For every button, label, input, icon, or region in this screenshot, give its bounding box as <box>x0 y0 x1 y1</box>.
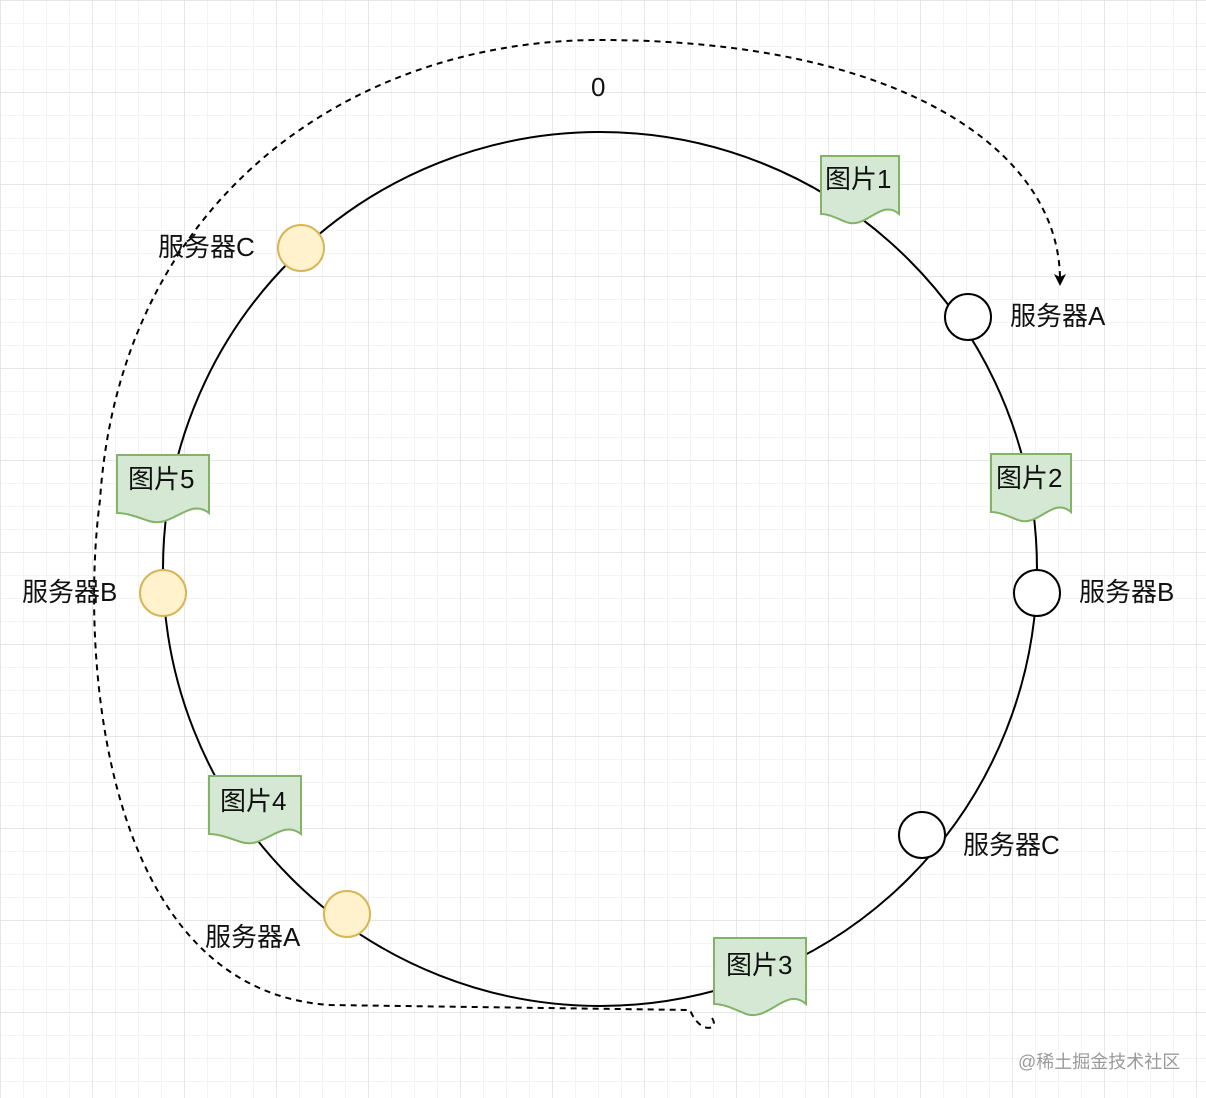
server-node-b-virtual[interactable] <box>139 569 187 617</box>
ring-zero-label: 0 <box>591 72 606 102</box>
image-node-4[interactable] <box>208 775 302 845</box>
image-label-3: 图片3 <box>726 950 793 980</box>
document-icon <box>713 937 807 1017</box>
server-label-a-virtual: 服务器A <box>205 922 301 952</box>
image-node-2[interactable] <box>990 453 1072 523</box>
document-icon <box>208 775 302 845</box>
server-node-c-primary[interactable] <box>898 811 946 859</box>
document-icon <box>820 155 900 225</box>
server-label-c-virtual: 服务器C <box>158 232 255 262</box>
watermark: @稀土掘金技术社区 <box>1018 1052 1181 1072</box>
server-label-b-virtual: 服务器B <box>22 577 118 607</box>
document-icon <box>990 453 1072 523</box>
server-node-b-primary[interactable] <box>1013 569 1061 617</box>
image-node-3[interactable] <box>713 937 807 1017</box>
image-node-1[interactable] <box>820 155 900 225</box>
image-node-5[interactable] <box>116 454 210 524</box>
server-node-a-primary[interactable] <box>944 293 992 341</box>
server-node-a-virtual[interactable] <box>323 890 371 938</box>
image-label-2: 图片2 <box>996 463 1063 493</box>
server-label-a-primary: 服务器A <box>1010 301 1106 331</box>
dashed-route-path <box>93 38 1066 1029</box>
server-node-c-virtual[interactable] <box>277 224 325 272</box>
image-label-1: 图片1 <box>825 164 892 194</box>
document-icon <box>116 454 210 524</box>
image-label-5: 图片5 <box>128 464 195 494</box>
image-label-4: 图片4 <box>220 786 287 816</box>
server-label-c-primary: 服务器C <box>963 830 1060 860</box>
server-label-b-primary: 服务器B <box>1079 577 1175 607</box>
